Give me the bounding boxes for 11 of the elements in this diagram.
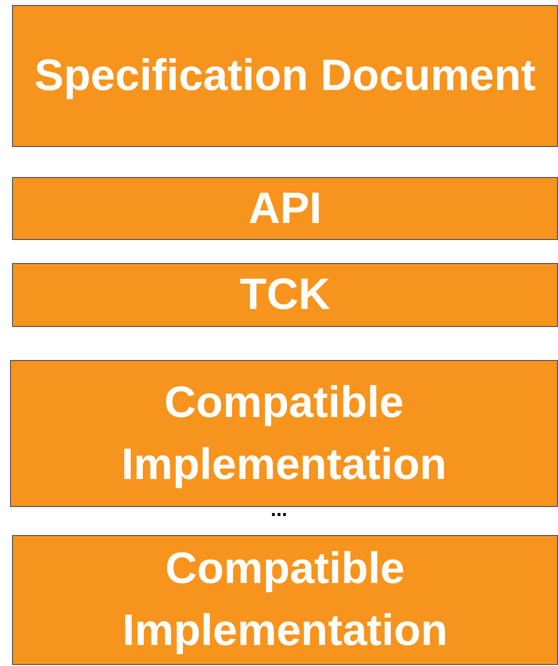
box-label: TCK [240, 269, 330, 322]
process-box [10, 360, 558, 507]
box-label: Compatible Implementation [121, 543, 449, 657]
box-label: Compatible Implementation [120, 376, 448, 490]
process-box [12, 535, 558, 665]
process-box [12, 263, 558, 327]
ellipsis: ... [270, 500, 288, 520]
box-label: API [248, 182, 322, 235]
box-label: Specification Document [34, 50, 536, 102]
process-box [12, 177, 558, 240]
process-box [12, 5, 558, 147]
